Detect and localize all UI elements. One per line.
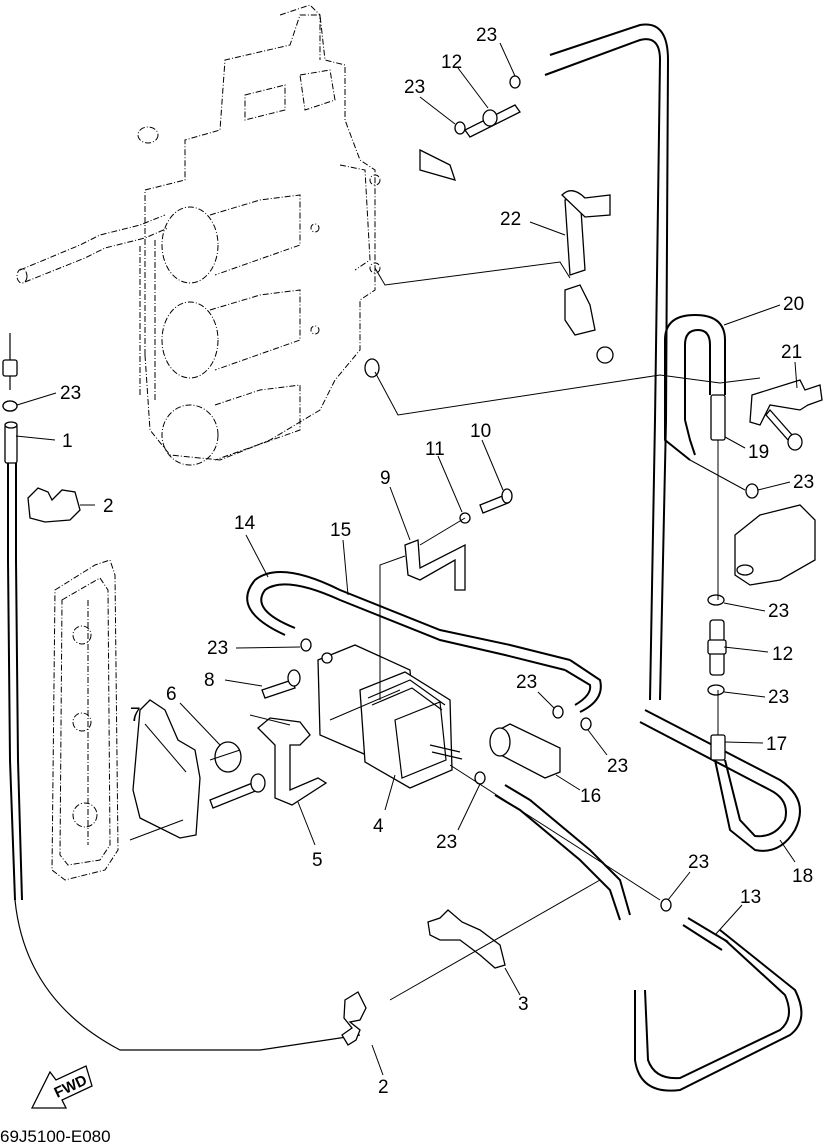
callout-5: 5 — [312, 850, 323, 871]
callout-2: 2 — [378, 1077, 389, 1098]
bracket-9 — [404, 539, 466, 591]
canister-bracket — [257, 717, 328, 806]
callout-16: 16 — [580, 786, 601, 807]
callout-14: 14 — [234, 513, 256, 534]
callout-23: 23 — [793, 472, 814, 493]
callout-23: 23 — [476, 25, 497, 46]
callout-23: 23 — [516, 672, 537, 693]
hose-20 — [664, 313, 726, 420]
callout-3: 3 — [518, 994, 529, 1015]
hose-clamps — [2, 75, 759, 912]
vapor-canister — [317, 644, 463, 789]
hose-clip-upper — [27, 487, 81, 523]
hose-14-15 — [246, 571, 571, 661]
callout-23: 23 — [436, 832, 457, 853]
callout-7: 7 — [130, 705, 141, 726]
long-vent-hose — [544, 23, 803, 1092]
callout-15: 15 — [330, 520, 351, 541]
callouts: 1 2 2 3 4 5 6 7 8 9 10 11 12 — [15, 25, 814, 1098]
callout-12: 12 — [772, 644, 793, 665]
vent-hose-1 — [2, 333, 361, 1051]
mounting-plate — [132, 699, 201, 839]
callout-8: 8 — [204, 670, 215, 691]
clamp-bracket-21 — [749, 379, 823, 426]
pipe-17 — [710, 734, 726, 761]
figure-code: 69J5100-E080 — [0, 1127, 111, 1144]
callout-9: 9 — [380, 468, 391, 489]
callout-23: 23 — [404, 77, 425, 98]
fwd-arrow-icon — [30, 1065, 93, 1109]
bolt-8 — [261, 679, 296, 699]
forward-direction-indicator: FWD — [30, 1065, 93, 1109]
callout-2: 2 — [103, 496, 114, 517]
pump-housing — [734, 504, 816, 586]
assembly-guide-lines — [129, 261, 761, 1001]
throttle-body-assembly — [16, 4, 381, 466]
callout-21: 21 — [781, 342, 802, 363]
hose-lower — [494, 794, 621, 921]
callout-4: 4 — [373, 816, 384, 837]
callout-23: 23 — [768, 601, 789, 622]
callout-12: 12 — [441, 52, 462, 73]
callout-23: 23 — [768, 687, 789, 708]
callout-23: 23 — [207, 638, 228, 659]
pipe-19 — [710, 394, 726, 441]
callout-17: 17 — [766, 734, 787, 755]
callout-10: 10 — [470, 421, 491, 442]
callout-22: 22 — [500, 209, 521, 230]
hose-clip-lower — [341, 991, 367, 1046]
callout-23: 23 — [60, 383, 81, 404]
callout-6: 6 — [166, 684, 177, 705]
clip-3 — [427, 909, 506, 969]
callout-18: 18 — [792, 866, 813, 887]
intake-gasket-plate — [51, 559, 119, 881]
callout-13: 13 — [740, 887, 761, 908]
callout-19: 19 — [748, 442, 769, 463]
hose-13 — [682, 924, 723, 951]
callout-23: 23 — [688, 852, 709, 873]
hose-18 — [644, 709, 801, 852]
callout-23: 23 — [607, 756, 628, 777]
grommet — [214, 741, 242, 773]
callout-1: 1 — [62, 431, 73, 452]
callout-11: 11 — [425, 439, 445, 460]
callout-20: 20 — [783, 294, 804, 315]
